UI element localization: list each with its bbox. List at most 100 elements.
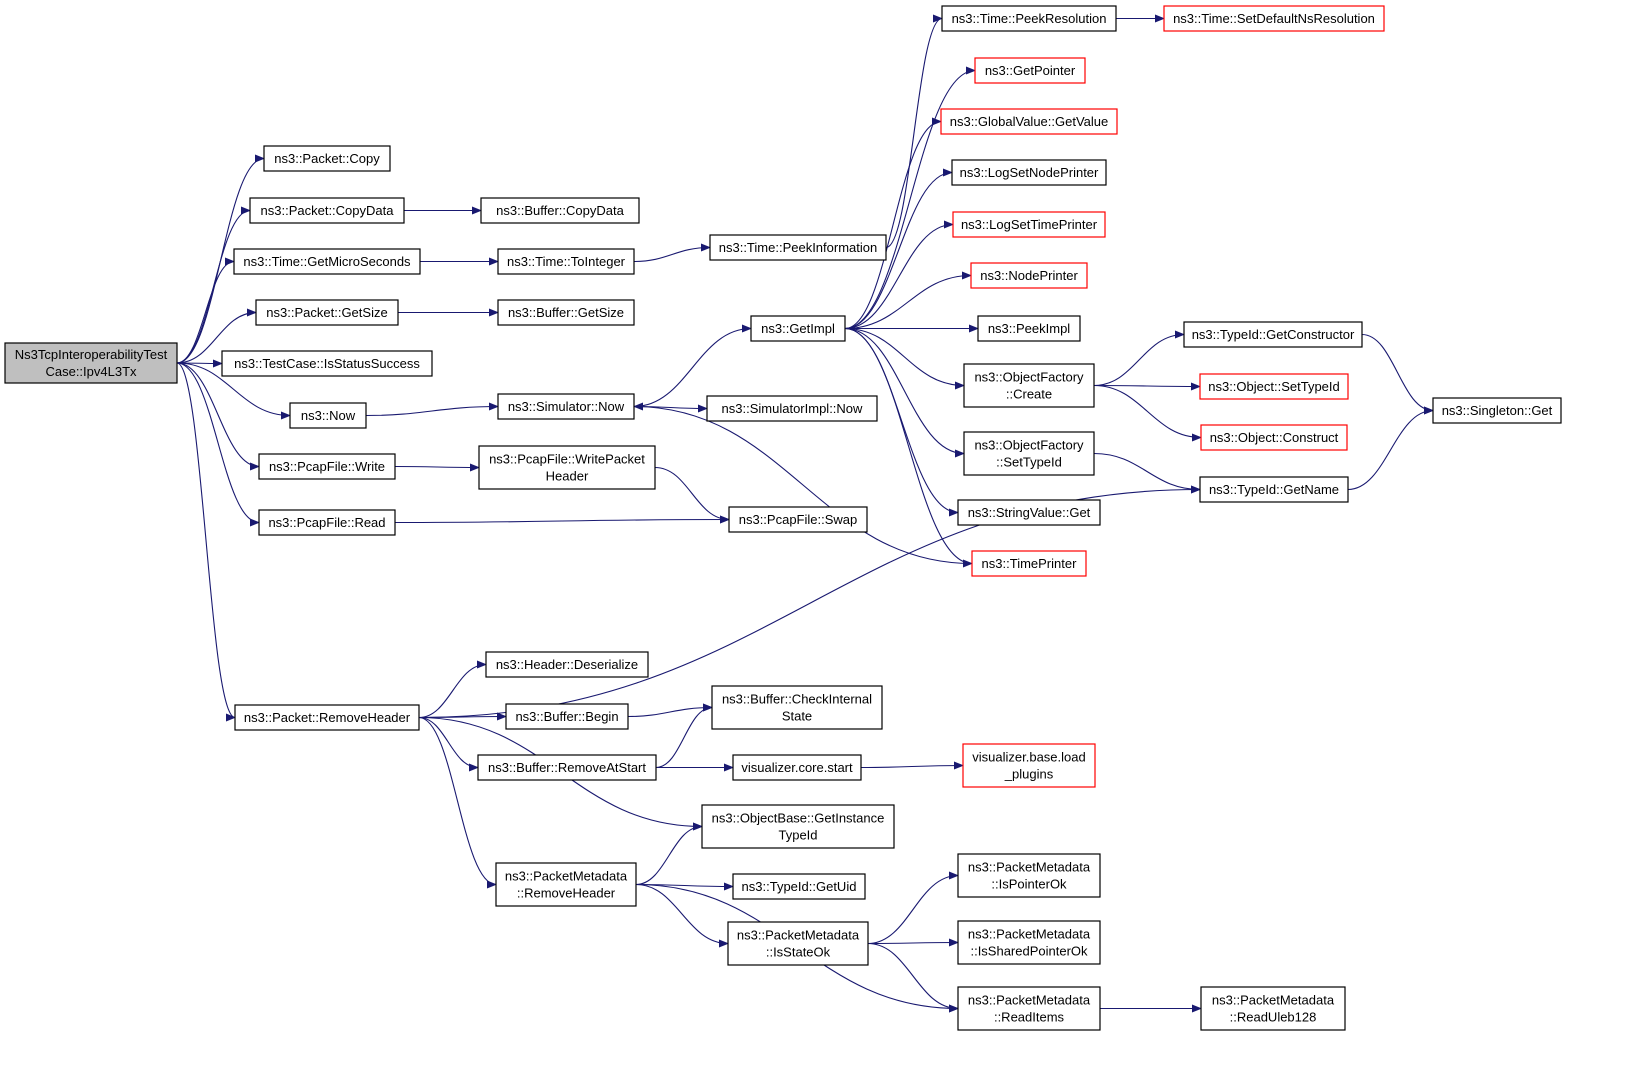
node-simnow[interactable]: ns3::Simulator::Now [497, 393, 635, 420]
edge-timeprinter-to-simnow [633, 402, 973, 565]
node-now-box [289, 402, 367, 429]
node-write[interactable]: ns3::PcapFile::Write [258, 453, 396, 480]
node-root-label-0: Ns3TcpInteroperabilityTest [15, 347, 168, 362]
edge-vizstart-to-vizload [860, 761, 964, 770]
node-singleton[interactable]: ns3::Singleton::Get [1432, 397, 1562, 424]
node-read[interactable]: ns3::PcapFile::Read [258, 509, 396, 536]
node-ofsettype[interactable]: ns3::ObjectFactory::SetTypeId [963, 431, 1095, 476]
node-ofsettype-label-1: ::SetTypeId [996, 455, 1062, 470]
node-copydata-label-0: ns3::Packet::CopyData [261, 203, 395, 218]
node-now-label-0: ns3::Now [301, 408, 356, 423]
node-writepkt-box [478, 445, 656, 490]
node-getsize[interactable]: ns3::Packet::GetSize [255, 299, 399, 326]
node-checkint-box [711, 685, 883, 730]
node-getctor[interactable]: ns3::TypeId::GetConstructor [1183, 321, 1363, 348]
node-issharedok[interactable]: ns3::PacketMetadata::IsSharedPointerOk [957, 920, 1101, 965]
node-isstatus[interactable]: ns3::TestCase::IsStatusSuccess [221, 350, 433, 377]
node-getinst-box [701, 804, 895, 849]
node-simnow-box [497, 393, 635, 420]
node-getpointer-box [974, 57, 1086, 84]
node-getuid-label-0: ns3::TypeId::GetUid [742, 879, 857, 894]
node-objsettype[interactable]: ns3::Object::SetTypeId [1199, 373, 1349, 400]
node-gvgetvalue[interactable]: ns3::GlobalValue::GetValue [940, 108, 1118, 135]
node-isstateok-label-1: ::IsStateOk [766, 945, 831, 960]
node-bufcopydata[interactable]: ns3::Buffer::CopyData [480, 197, 640, 224]
edge-getimpl-to-ofcreate [844, 327, 965, 390]
node-removeatstart[interactable]: ns3::Buffer::RemoveAtStart [477, 754, 657, 781]
node-copydata[interactable]: ns3::Packet::CopyData [249, 197, 405, 224]
node-peekres[interactable]: ns3::Time::PeekResolution [941, 5, 1117, 32]
node-begin[interactable]: ns3::Buffer::Begin [505, 703, 629, 730]
node-checkint-label-1: State [782, 709, 812, 724]
node-ofcreate[interactable]: ns3::ObjectFactory::Create [963, 363, 1095, 408]
node-bufgetsize[interactable]: ns3::Buffer::GetSize [497, 299, 635, 326]
node-removeheader[interactable]: ns3::Packet::RemoveHeader [234, 704, 420, 731]
node-checkint-label-0: ns3::Buffer::CheckInternal [722, 692, 872, 707]
node-isstateok[interactable]: ns3::PacketMetadata::IsStateOk [727, 921, 869, 966]
node-lognode[interactable]: ns3::LogSetNodePrinter [951, 159, 1107, 186]
node-peekimpl[interactable]: ns3::PeekImpl [977, 315, 1081, 342]
edge-getname-to-singleton [1347, 406, 1434, 491]
edge-root-to-write [176, 362, 260, 471]
node-objconstruct[interactable]: ns3::Object::Construct [1200, 424, 1348, 451]
edge-removeheader-to-pmremove [418, 716, 497, 889]
node-setdefault[interactable]: ns3::Time::SetDefaultNsResolution [1163, 5, 1385, 32]
edge-root-to-removeheader [176, 362, 236, 722]
node-strget-box [957, 499, 1101, 526]
node-swap[interactable]: ns3::PcapFile::Swap [728, 506, 868, 533]
node-writepkt-label-0: ns3::PcapFile::WritePacket [489, 452, 645, 467]
edge-writepkt-to-swap [654, 466, 730, 524]
node-simimplnow[interactable]: ns3::SimulatorImpl::Now [706, 395, 878, 422]
node-ispointerok[interactable]: ns3::PacketMetadata::IsPointerOk [957, 853, 1101, 898]
node-simnow-label-0: ns3::Simulator::Now [508, 399, 625, 414]
node-root-box [4, 342, 178, 384]
node-vizload-label-1: _plugins [1004, 767, 1054, 782]
node-getuid[interactable]: ns3::TypeId::GetUid [732, 873, 866, 900]
node-peekinfo[interactable]: ns3::Time::PeekInformation [709, 234, 887, 261]
edge-now-to-simnow [365, 402, 499, 417]
node-getimpl-label-0: ns3::GetImpl [761, 321, 835, 336]
node-tointeger[interactable]: ns3::Time::ToInteger [497, 248, 635, 275]
node-removeheader-box [234, 704, 420, 731]
node-isstateok-label-0: ns3::PacketMetadata [737, 928, 860, 943]
node-getmicro-box [233, 248, 421, 275]
node-copy[interactable]: ns3::Packet::Copy [263, 145, 391, 172]
node-write-box [258, 453, 396, 480]
node-getname[interactable]: ns3::TypeId::GetName [1199, 476, 1349, 503]
node-getpointer[interactable]: ns3::GetPointer [974, 57, 1086, 84]
node-swap-box [728, 506, 868, 533]
node-deser[interactable]: ns3::Header::Deserialize [485, 651, 649, 678]
node-timeprinter[interactable]: ns3::TimePrinter [971, 550, 1087, 577]
node-peekinfo-label-0: ns3::Time::PeekInformation [719, 240, 877, 255]
node-isstatus-label-0: ns3::TestCase::IsStatusSuccess [234, 356, 420, 371]
node-vizstart-label-0: visualizer.core.start [741, 760, 853, 775]
node-isstateok-box [727, 921, 869, 966]
node-getpointer-label-0: ns3::GetPointer [985, 63, 1076, 78]
node-nodeprinter[interactable]: ns3::NodePrinter [970, 262, 1088, 289]
node-getimpl[interactable]: ns3::GetImpl [750, 315, 846, 342]
node-timeprinter-label-0: ns3::TimePrinter [982, 556, 1078, 571]
node-copydata-box [249, 197, 405, 224]
node-readuleb[interactable]: ns3::PacketMetadata::ReadUleb128 [1200, 986, 1346, 1031]
node-now[interactable]: ns3::Now [289, 402, 367, 429]
node-getuid-box [732, 873, 866, 900]
node-read-label-0: ns3::PcapFile::Read [268, 515, 385, 530]
node-getmicro[interactable]: ns3::Time::GetMicroSeconds [233, 248, 421, 275]
node-strget[interactable]: ns3::StringValue::Get [957, 499, 1101, 526]
node-peekimpl-label-0: ns3::PeekImpl [988, 321, 1070, 336]
node-logtime[interactable]: ns3::LogSetTimePrinter [952, 211, 1106, 238]
node-vizstart[interactable]: visualizer.core.start [732, 754, 862, 781]
node-readitems[interactable]: ns3::PacketMetadata::ReadItems [957, 986, 1101, 1031]
edge-ofcreate-to-getctor [1093, 330, 1185, 387]
edge-getimpl-to-lognode [844, 168, 953, 330]
node-pmremove[interactable]: ns3::PacketMetadata::RemoveHeader [495, 862, 637, 907]
node-objconstruct-box [1200, 424, 1348, 451]
edge-begin-to-checkint [627, 703, 713, 718]
node-vizload[interactable]: visualizer.base.load_plugins [962, 743, 1096, 788]
edge-isstateok-to-readitems [867, 942, 959, 1013]
